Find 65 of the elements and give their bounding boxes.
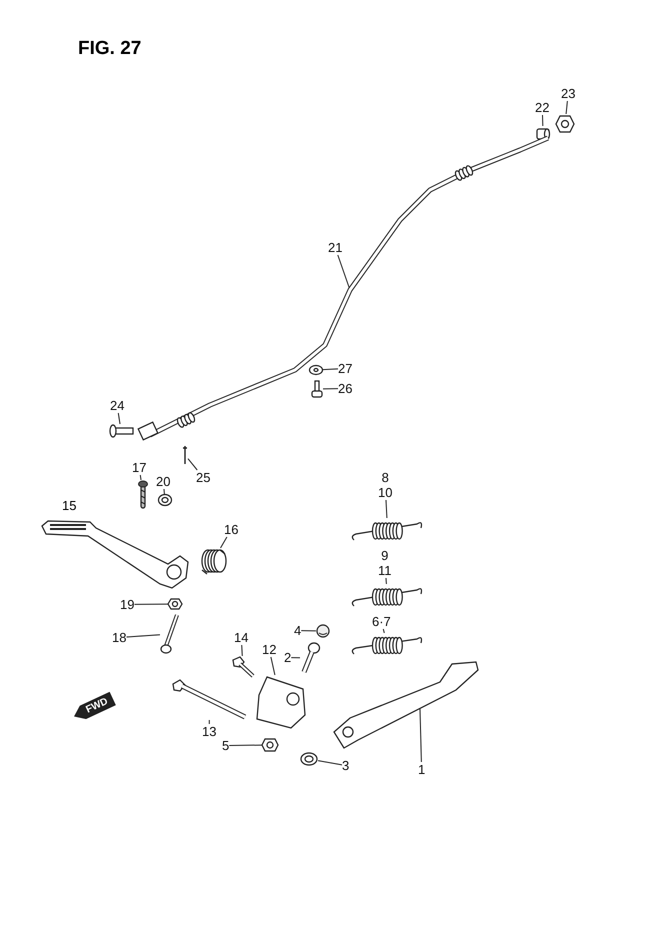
callout-number: 1 [418,762,426,777]
callout-number: 18 [112,630,126,645]
callout-number: 15 [62,498,76,513]
callout-number: 9 11 [378,548,392,578]
leader-line [118,412,120,424]
callout-number: 16 [224,522,238,537]
bolt-drawing [232,656,254,678]
leader-line [290,657,300,658]
cap-drawing [316,624,330,638]
leader-line [270,656,276,676]
leader-line [126,634,160,638]
callout-number: 26 [338,381,352,396]
washer-drawing [300,752,318,766]
callout-number: 23 [561,86,576,101]
bracket-drawing [255,675,307,730]
callout-number: 8 10 [378,470,392,500]
callout-number: 24 [110,398,124,413]
bolt-drawing [172,680,247,720]
callout-number: 21 [328,240,342,255]
leader-line [386,500,388,518]
leader-line [420,708,422,762]
callout-number: 3 [342,758,350,773]
leader-line [322,368,338,370]
cotter-pin-drawing [182,446,188,464]
callout-number: 25 [196,470,210,485]
callout-number: 27 [338,361,352,376]
leader-line [228,744,262,746]
leader-line [382,628,385,634]
callout-number: 4 [294,623,302,638]
callout-number: 20 [156,474,170,489]
leader-line [566,100,568,114]
leader-line [220,536,228,548]
leader-line [386,578,387,584]
bolt-drawing [300,642,320,674]
nut-drawing [555,114,575,134]
leader-line [300,630,316,632]
leader-line [164,488,165,494]
clevis-pin-drawing [108,424,134,438]
nut-drawing [168,598,182,610]
collar-drawing [535,126,551,142]
callout-number: 12 [262,642,276,657]
leader-line [542,114,544,126]
leader-line [241,644,243,656]
callout-number: 19 [120,597,134,612]
callout-number: 13 [202,724,216,739]
callout-number: 14 [234,630,248,645]
cable-drawing [140,133,552,440]
spring-drawing [200,548,226,574]
callout-number: 2 [284,650,292,665]
leader-line [134,604,168,605]
leader-line [337,254,350,290]
washer-drawing [158,494,172,506]
callout-number: 5 [222,738,230,753]
leader-line [318,760,342,766]
leader-line [188,458,198,470]
pin-drawing [138,480,148,508]
callout-number: 6·7 [372,614,391,629]
leader-line [208,720,210,724]
nut-drawing [262,738,278,752]
leader-line [322,388,338,390]
bolt-drawing [160,614,180,654]
callout-number: 22 [535,100,550,115]
callout-number: 17 [132,460,146,475]
leader-line [140,474,142,480]
figure-title: FIG. 27 [78,38,142,60]
